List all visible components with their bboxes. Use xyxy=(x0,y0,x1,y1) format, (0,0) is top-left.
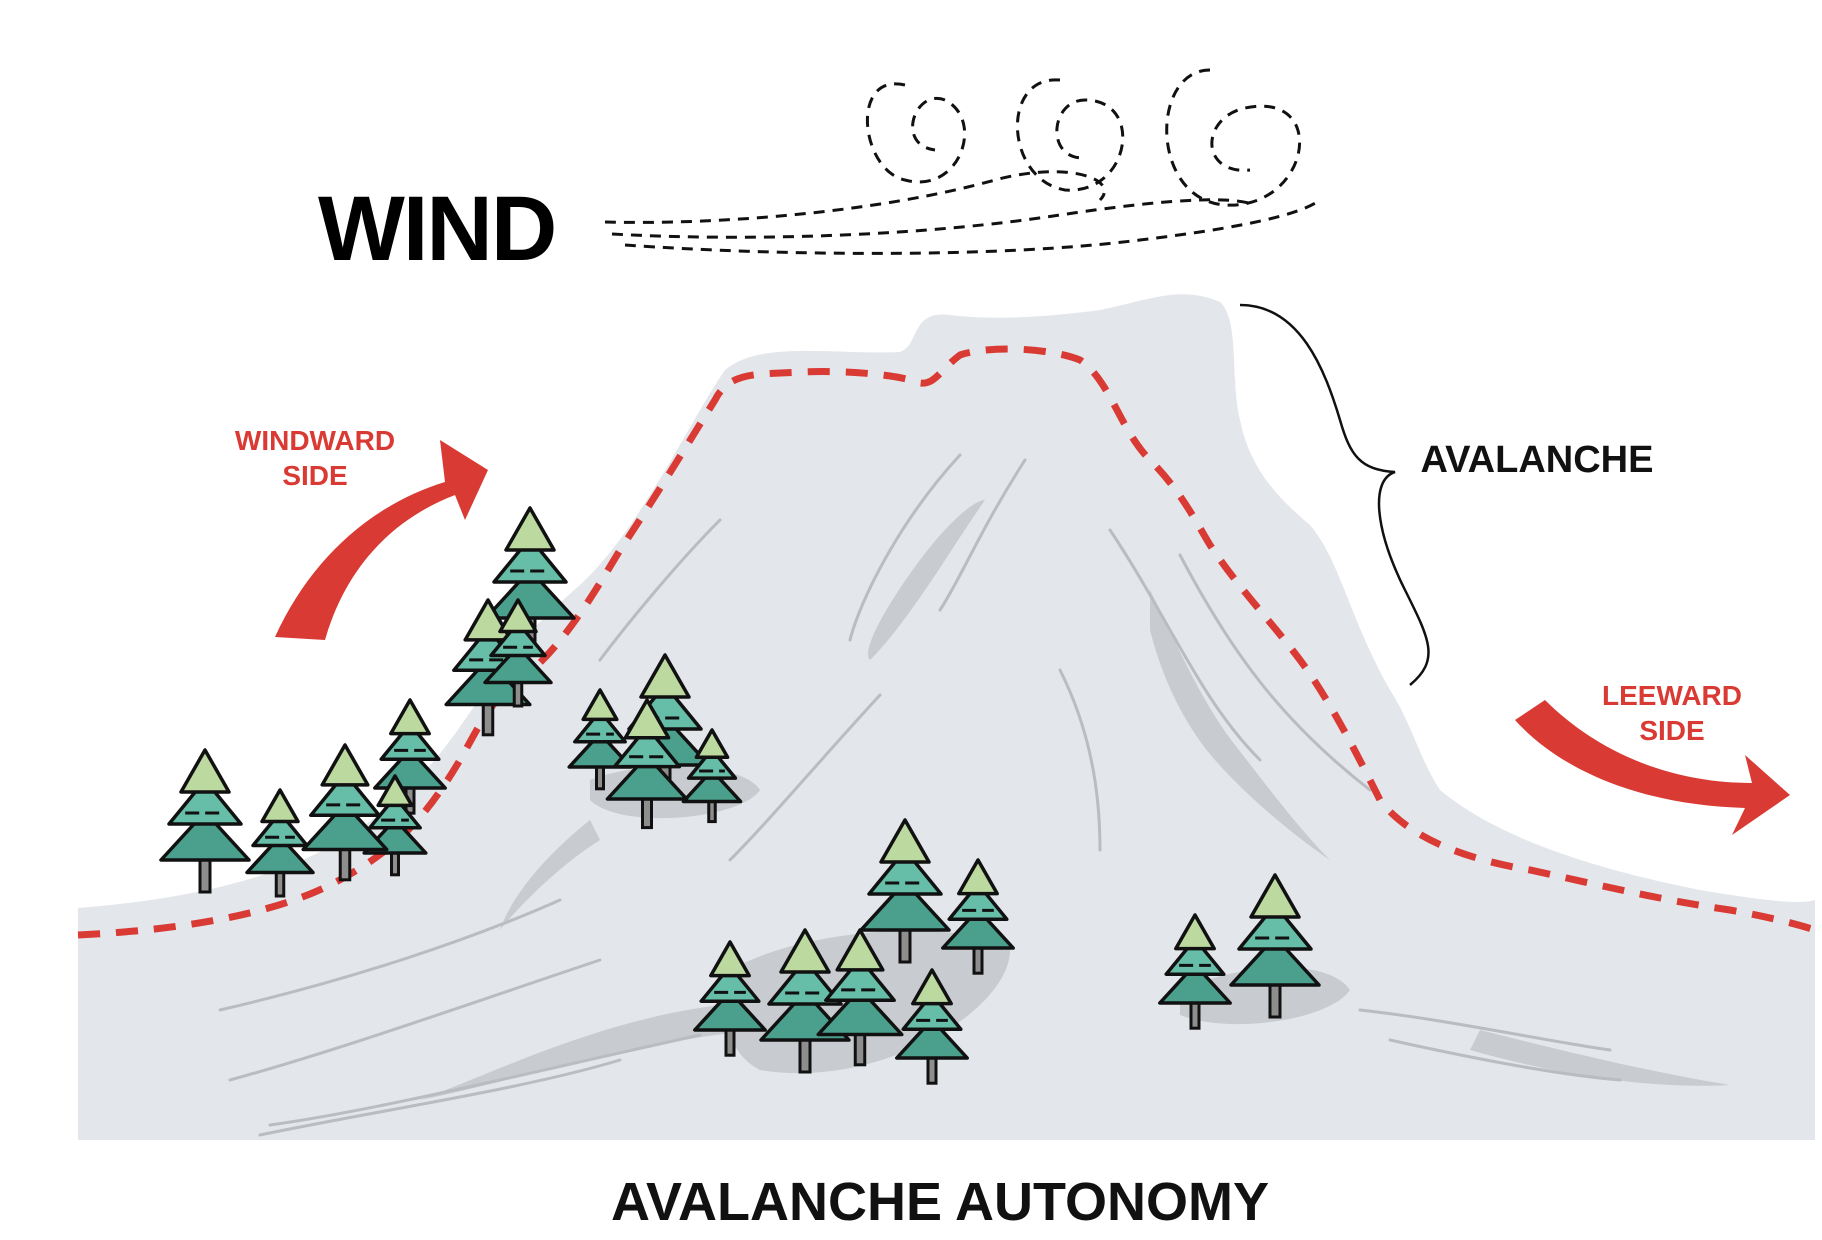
leeward-label-line2: SIDE xyxy=(1639,715,1704,746)
wind-swirl xyxy=(865,82,967,184)
pine-tree xyxy=(816,928,904,1067)
wind-swirl xyxy=(1016,78,1125,192)
windward-arrow xyxy=(275,440,488,640)
pine-tree xyxy=(941,858,1015,975)
snow-boundary-dashed-line xyxy=(77,345,1817,939)
pine-tree xyxy=(245,788,315,898)
pine-tree xyxy=(681,728,743,824)
windward-label-line2: SIDE xyxy=(282,460,347,491)
pine-tree xyxy=(605,698,689,830)
pine-tree xyxy=(159,748,251,894)
wind-label: WIND xyxy=(318,178,555,280)
windward-label-line1: WINDWARD xyxy=(235,425,395,456)
wind-streamline xyxy=(624,198,1321,255)
avalanche-label: AVALANCHE xyxy=(1421,439,1654,481)
snow-shadow xyxy=(420,1005,760,1100)
snow-streaks xyxy=(218,453,1622,1137)
avalanche-bracket xyxy=(1239,303,1430,686)
snow-shadow xyxy=(1470,1030,1730,1086)
leeward-arrow xyxy=(1515,700,1790,835)
wind-swirl xyxy=(1165,68,1302,207)
wind-swirls xyxy=(604,68,1321,255)
pine-tree xyxy=(859,818,951,964)
pine-tree xyxy=(1229,873,1321,1019)
pine-tree xyxy=(693,940,767,1057)
tree-groups xyxy=(159,506,1321,1085)
snow-shadow xyxy=(868,500,985,660)
wind-streamline xyxy=(611,198,1256,239)
pine-tree xyxy=(301,743,389,882)
pine-tree xyxy=(483,598,553,708)
pine-tree xyxy=(895,968,969,1085)
pine-tree xyxy=(567,688,633,791)
snow-shadow xyxy=(500,820,600,930)
wind-streamline xyxy=(604,170,1106,224)
pine-tree xyxy=(1158,913,1232,1030)
leeward-label-line1: LEEWARD xyxy=(1602,680,1742,711)
diagram-title: AVALANCHE AUTONOMY xyxy=(611,1172,1269,1232)
mountain-snow xyxy=(78,294,1815,1140)
